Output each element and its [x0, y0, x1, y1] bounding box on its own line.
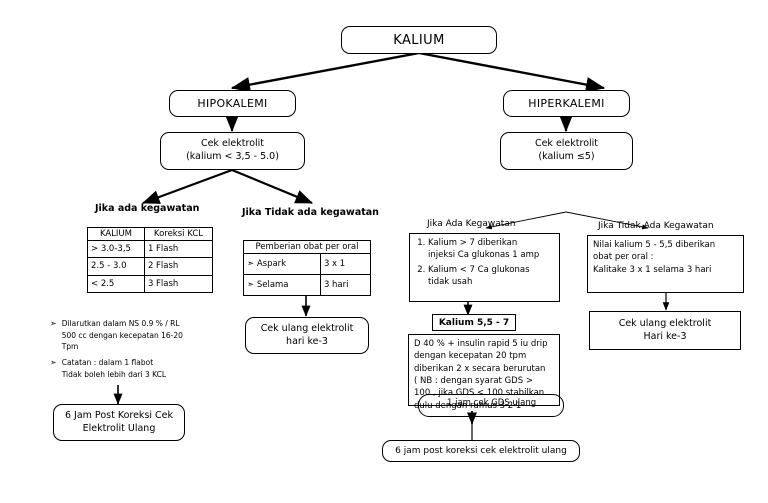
- table-obat-oral-grid: Pemberian obat per oral ➣ Aspark 3 x 1 ➣…: [243, 240, 372, 296]
- table-row-header: Pemberian obat per oral: [243, 240, 371, 254]
- cell-koreksi-r2: 3 Flash: [143, 274, 214, 294]
- hiper-no-emergency-line: obat per oral :: [593, 252, 654, 263]
- cek-elektrolit-hiper-line1: Cek elektrolit: [534, 138, 599, 150]
- node-cek-ulang-hari3-hiper: Cek ulang elektrolit Hari ke-3: [589, 311, 741, 350]
- cek-elektrolit-hipo-line1: Cek elektrolit: [200, 138, 265, 150]
- node-gds-recheck: [418, 394, 564, 417]
- drip-line: 100 , jika GDS < 100 stabilkan: [414, 388, 545, 399]
- note-line: 500 cc dengan kecepatan 16-20: [61, 330, 183, 340]
- bullet-arrow-icon: ➣: [247, 280, 255, 290]
- box-hiper-tanpa-kegawatan: Nilai kalium 5 - 5,5 diberikan obat per …: [587, 235, 744, 293]
- node-kalium-root: KALIUM: [341, 26, 497, 54]
- node-cek-ulang-hari3-hipo: Cek ulang elektrolit hari ke-3: [245, 317, 369, 354]
- cell-dose-r1: 3 hari: [319, 274, 372, 296]
- bullet-arrow-icon: ➣: [50, 357, 57, 367]
- cell-obat-r0: ➣ Aspark: [243, 253, 321, 275]
- cek-ulang-hari3-hipo-line2: hari ke-3: [286, 335, 328, 347]
- kalium-range-label: Kalium 5,5 - 7: [438, 317, 510, 328]
- cell-koreksi-r0: 1 Flash: [143, 239, 214, 259]
- label-hipo-ada-kegawatan: Jika ada kegawatan: [95, 203, 199, 214]
- label-hipo-tidak-ada-kegawatan: Jika Tidak ada kegawatan: [242, 207, 379, 218]
- hiper-step-item: Kalium > 7 diberikan injeksi Ca glukonas…: [428, 237, 555, 261]
- cell-obat-r1: ➣ Selama: [243, 274, 321, 296]
- drip-line: diberikan 2 x secara berurutan: [414, 363, 546, 374]
- 6jam-post-koreksi-hiper-label: 6 jam post koreksi cek elektrolit ulang: [395, 446, 567, 456]
- cek-elektrolit-hipo-line2: (kalium < 3,5 - 5.0): [186, 151, 279, 162]
- cell-obat-r0-text: Aspark: [256, 259, 287, 269]
- table-obat-oral: Pemberian obat per oral ➣ Aspark 3 x 1 ➣…: [243, 240, 372, 296]
- table-row: 2.5 - 3.0 2 Flash: [87, 257, 214, 276]
- table-row-header: KALIUM Koreksi KCL: [87, 227, 214, 241]
- cell-dose-r0: 3 x 1: [319, 253, 372, 275]
- cell-koreksi-r1: 2 Flash: [143, 257, 214, 276]
- note-item-text: Catatan : dalam 1 flabot Tidak boleh leb…: [62, 357, 215, 380]
- node-cek-elektrolit-hiper: Cek elektrolit (kalium ≤5): [500, 132, 633, 170]
- bullet-arrow-icon: ➣: [50, 319, 57, 328]
- note-line: Tidak boleh lebih dari 3 KCL: [61, 369, 167, 379]
- cell-kalium-r2: < 2.5: [87, 274, 145, 294]
- note-line: Dilarutkan dalam NS 0.9 % / RL: [61, 319, 180, 328]
- node-hipokalemi-label: HIPOKALEMI: [197, 97, 268, 110]
- th-kalium: KALIUM: [87, 227, 145, 241]
- cek-ulang-hari3-hipo-line1: Cek ulang elektrolit: [260, 322, 354, 334]
- hiper-step-line: Kalium > 7 diberikan: [428, 238, 518, 248]
- label-hiper-ada-kegawatan-text: Jika Ada Kegawatan: [427, 219, 516, 229]
- table-row: > 3.0-3,5 1 Flash: [87, 239, 214, 259]
- note-line: Catatan : dalam 1 flabot: [61, 357, 154, 367]
- hiper-no-emergency-line: Nilai kalium 5 - 5,5 diberikan: [593, 240, 716, 250]
- gds-recheck-label-text: 1 jam cek GDS ulang: [447, 398, 537, 408]
- drip-line: D 40 % + insulin rapid 5 iu drip: [414, 339, 548, 349]
- gds-recheck-label: 1 jam cek GDS ulang: [447, 398, 536, 408]
- table-row: < 2.5 3 Flash: [87, 274, 214, 294]
- table-kalium-koreksi: KALIUM Koreksi KCL > 3.0-3,5 1 Flash 2.5…: [87, 227, 214, 294]
- 6jam-post-koreksi-line2: Elektrolit Ulang: [82, 422, 156, 434]
- node-hiperkalemi-label: HIPERKALEMI: [528, 97, 605, 110]
- table-kalium-koreksi-grid: KALIUM Koreksi KCL > 3.0-3,5 1 Flash 2.5…: [87, 227, 214, 294]
- drip-line: dulu dengan rumus 3 2 1: [414, 400, 522, 411]
- drip-line: ( NB : dengan syarat GDS >: [414, 375, 533, 386]
- node-kalium-range: Kalium 5,5 - 7: [432, 314, 516, 331]
- notes-hipo-kegawatan: ➣ Dilarutkan dalam NS 0.9 % / RL 500 cc …: [50, 318, 215, 384]
- note-item-text: Dilarutkan dalam NS 0.9 % / RL 500 cc de…: [62, 318, 215, 353]
- node-cek-elektrolit-hipo: Cek elektrolit (kalium < 3,5 - 5.0): [160, 132, 305, 170]
- label-hiper-tidak-ada-kegawatan: Jika Tidak Ada Kegawatan: [598, 220, 714, 233]
- hiper-no-emergency-line: Kalitake 3 x 1 selama 3 hari: [593, 264, 712, 275]
- bullet-arrow-icon: ➣: [247, 259, 255, 269]
- hiper-step-line: tidak usah: [428, 277, 473, 288]
- cell-kalium-r1: 2.5 - 3.0: [87, 257, 145, 276]
- hiper-step-line: Kalium < 7 Ca glukonas: [428, 265, 530, 276]
- node-hipokalemi: HIPOKALEMI: [169, 90, 296, 117]
- label-hipo-tidak-ada-kegawatan-text: Jika Tidak ada kegawatan: [242, 207, 379, 218]
- 6jam-post-koreksi-line1: 6 Jam Post Koreksi Cek: [64, 409, 174, 421]
- cell-obat-r1-text: Selama: [256, 280, 289, 290]
- node-6jam-post-koreksi-hipo: 6 Jam Post Koreksi Cek Elektrolit Ulang: [53, 404, 185, 441]
- hiper-steps-list: Kalium > 7 diberikan injeksi Ca glukonas…: [414, 237, 555, 288]
- node-hiperkalemi: HIPERKALEMI: [503, 90, 630, 117]
- table-row: ➣ Selama 3 hari: [243, 274, 372, 296]
- hiper-step-line: injeksi Ca glukonas 1 amp: [428, 250, 540, 261]
- th-koreksi-kcl: Koreksi KCL: [143, 227, 214, 241]
- th-pemberian-obat: Pemberian obat per oral: [243, 240, 371, 254]
- node-kalium-root-label: KALIUM: [393, 32, 445, 48]
- cek-ulang-hari3-hiper-line1: Cek ulang elektrolit: [618, 317, 712, 329]
- node-6jam-post-koreksi-hiper: 6 jam post koreksi cek elektrolit ulang: [382, 440, 580, 462]
- note-item: ➣ Catatan : dalam 1 flabot Tidak boleh l…: [50, 357, 215, 380]
- cek-ulang-hari3-hiper-line2: Hari ke-3: [643, 330, 687, 342]
- drip-line: dengan kecepatan 20 tpm: [414, 351, 527, 362]
- box-hiper-kegawatan-steps: Kalium > 7 diberikan injeksi Ca glukonas…: [409, 233, 560, 302]
- label-hiper-ada-kegawatan: Jika Ada Kegawatan: [427, 218, 516, 231]
- hiper-step-item: Kalium < 7 Ca glukonas tidak usah: [428, 264, 555, 288]
- note-line: Tpm: [61, 342, 79, 352]
- label-hiper-tidak-ada-kegawatan-text: Jika Tidak Ada Kegawatan: [598, 221, 714, 231]
- cek-elektrolit-hiper-line2: (kalium ≤5): [538, 151, 595, 162]
- table-row: ➣ Aspark 3 x 1: [243, 253, 372, 275]
- cell-kalium-r0: > 3.0-3,5: [87, 239, 145, 259]
- note-item: ➣ Dilarutkan dalam NS 0.9 % / RL 500 cc …: [50, 318, 215, 353]
- label-hipo-ada-kegawatan-text: Jika ada kegawatan: [95, 203, 200, 214]
